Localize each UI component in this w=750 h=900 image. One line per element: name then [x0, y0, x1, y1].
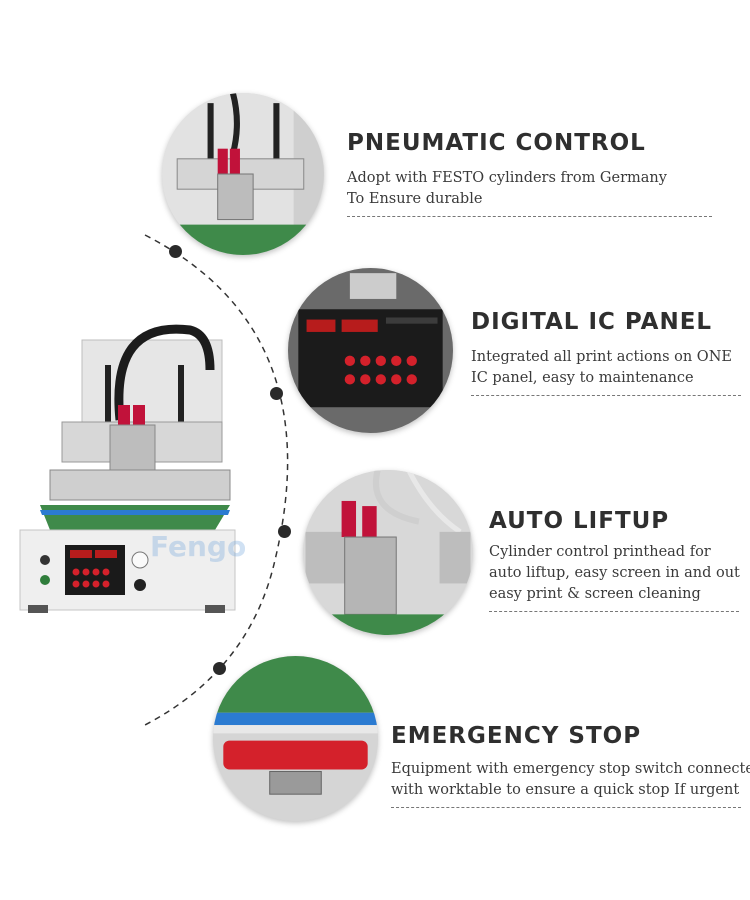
arc-dot-2: [270, 387, 283, 400]
feature-title: AUTO LIFTUP: [489, 508, 670, 534]
description-line: To Ensure durable: [347, 191, 483, 207]
description-line: Adopt with FESTO cylinders from Germany: [347, 170, 667, 186]
description-line: Equipment with emergency stop switch con…: [391, 761, 750, 777]
auto-liftup-closeup-image: [303, 470, 473, 635]
dashed-divider: [347, 216, 712, 217]
feature-digital-ic-panel: DIGITAL IC PANEL Integrated all print ac…: [471, 309, 741, 396]
feature-title: EMERGENCY STOP: [391, 723, 642, 749]
feature-pneumatic-control: PNEUMATIC CONTROL Adopt with FESTO cylin…: [347, 130, 712, 217]
dashed-divider: [489, 611, 739, 612]
feature-title: DIGITAL IC PANEL: [471, 309, 713, 335]
description-line: easy print & screen cleaning: [489, 586, 701, 602]
feature-description: Equipment with emergency stop switch con…: [391, 759, 750, 801]
machine-image: [10, 310, 250, 630]
description-line: Integrated all print actions on ONE: [471, 349, 732, 365]
feature-title: PNEUMATIC CONTROL: [347, 130, 646, 156]
dashed-divider: [391, 807, 741, 808]
description-line: with worktable to ensure a quick stop If…: [391, 782, 740, 798]
arc-dot-4: [213, 662, 226, 675]
arc-dot-1: [169, 245, 182, 258]
watermark: Fengo: [150, 530, 247, 563]
feature-description: Cylinder control printhead for auto lift…: [489, 542, 740, 605]
feature-auto-liftup: AUTO LIFTUP Cylinder control printhead f…: [489, 508, 740, 612]
dashed-divider: [471, 395, 741, 396]
arc-dot-3: [278, 525, 291, 538]
digital-panel-closeup-image: [288, 268, 453, 433]
emergency-stop-closeup-image: [213, 656, 378, 821]
description-line: Cylinder control printhead for: [489, 544, 711, 560]
feature-description: Integrated all print actions on ONE IC p…: [471, 347, 741, 389]
description-line: auto liftup, easy screen in and out: [489, 565, 740, 581]
description-line: IC panel, easy to maintenance: [471, 370, 694, 386]
pneumatic-closeup-image: [162, 93, 324, 255]
feature-emergency-stop: EMERGENCY STOP Equipment with emergency …: [391, 723, 750, 808]
feature-description: Adopt with FESTO cylinders from Germany …: [347, 168, 712, 210]
